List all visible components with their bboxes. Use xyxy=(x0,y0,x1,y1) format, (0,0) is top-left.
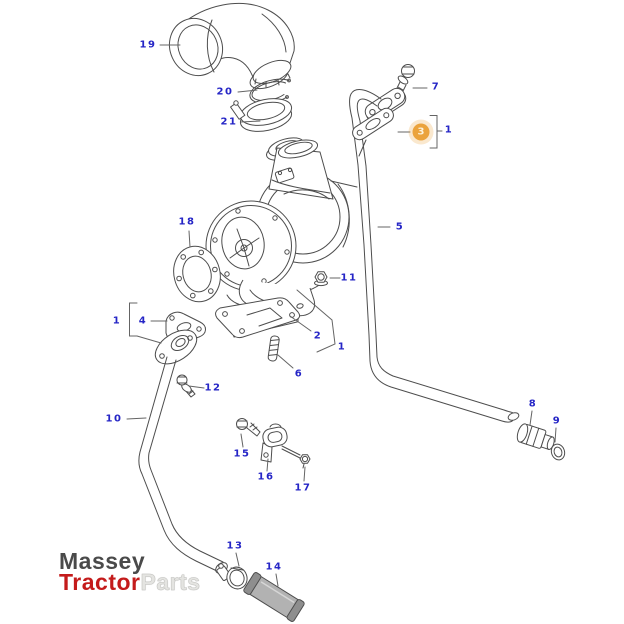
callout-3-highlighted[interactable]: 3 xyxy=(412,123,430,141)
callout-19[interactable]: 19 xyxy=(139,39,157,51)
callout-1-center[interactable]: 1 xyxy=(337,341,347,353)
callout-2[interactable]: 2 xyxy=(313,330,323,342)
part-14-hose xyxy=(243,572,305,622)
brand-tractor: Tractor xyxy=(59,569,141,595)
callout-12[interactable]: 12 xyxy=(204,382,222,394)
brand-massey: Massey xyxy=(59,548,146,574)
part-9-washer xyxy=(550,443,566,461)
part-10-oil-drain-pipe xyxy=(138,329,228,574)
part-21-v-band-clamp xyxy=(230,98,293,132)
part-19-exhaust-elbow xyxy=(168,2,295,90)
group-bracket-right xyxy=(429,115,443,149)
callout-21[interactable]: 21 xyxy=(220,116,238,128)
callout-11[interactable]: 11 xyxy=(340,272,358,284)
part-16-clamp-bracket xyxy=(260,423,301,463)
callout-18[interactable]: 18 xyxy=(178,216,196,228)
callout-17[interactable]: 17 xyxy=(294,482,312,494)
callout-16[interactable]: 16 xyxy=(257,471,275,483)
callout-9[interactable]: 9 xyxy=(552,415,562,427)
callout-4[interactable]: 4 xyxy=(138,315,148,327)
brand-watermark: Massey TractorParts xyxy=(59,548,201,595)
group-bracket-center xyxy=(296,289,336,353)
callout-1-top-right[interactable]: 1 xyxy=(444,124,454,136)
part-11-nut xyxy=(314,271,328,287)
part-3-gasket xyxy=(352,107,394,157)
callout-8[interactable]: 8 xyxy=(528,398,538,410)
part-8-connector xyxy=(516,423,555,450)
part-18-gasket xyxy=(173,245,221,303)
group-bracket-left xyxy=(129,302,162,344)
part-6-stud xyxy=(267,335,280,362)
part-13-hose-clamp xyxy=(216,563,248,590)
callout-5[interactable]: 5 xyxy=(395,221,405,233)
callout-13[interactable]: 13 xyxy=(226,540,244,552)
part-turbocharger xyxy=(205,139,358,317)
brand-parts: Parts xyxy=(140,569,201,595)
callout-10[interactable]: 10 xyxy=(105,413,123,425)
callout-15[interactable]: 15 xyxy=(233,448,251,460)
callout-20[interactable]: 20 xyxy=(216,86,234,98)
part-15-bolt xyxy=(236,418,261,437)
part-17-nut xyxy=(299,454,311,469)
part-2-gasket-plate xyxy=(215,297,301,339)
leader-lines xyxy=(126,44,557,587)
brand-tractorparts: TractorParts xyxy=(59,569,201,595)
part-5-oil-feed-pipe xyxy=(348,87,520,423)
callout-1-left[interactable]: 1 xyxy=(112,315,122,327)
callout-6[interactable]: 6 xyxy=(294,368,304,380)
callout-14[interactable]: 14 xyxy=(265,561,283,573)
callout-7[interactable]: 7 xyxy=(431,81,441,93)
part-12-bolt xyxy=(176,374,196,398)
